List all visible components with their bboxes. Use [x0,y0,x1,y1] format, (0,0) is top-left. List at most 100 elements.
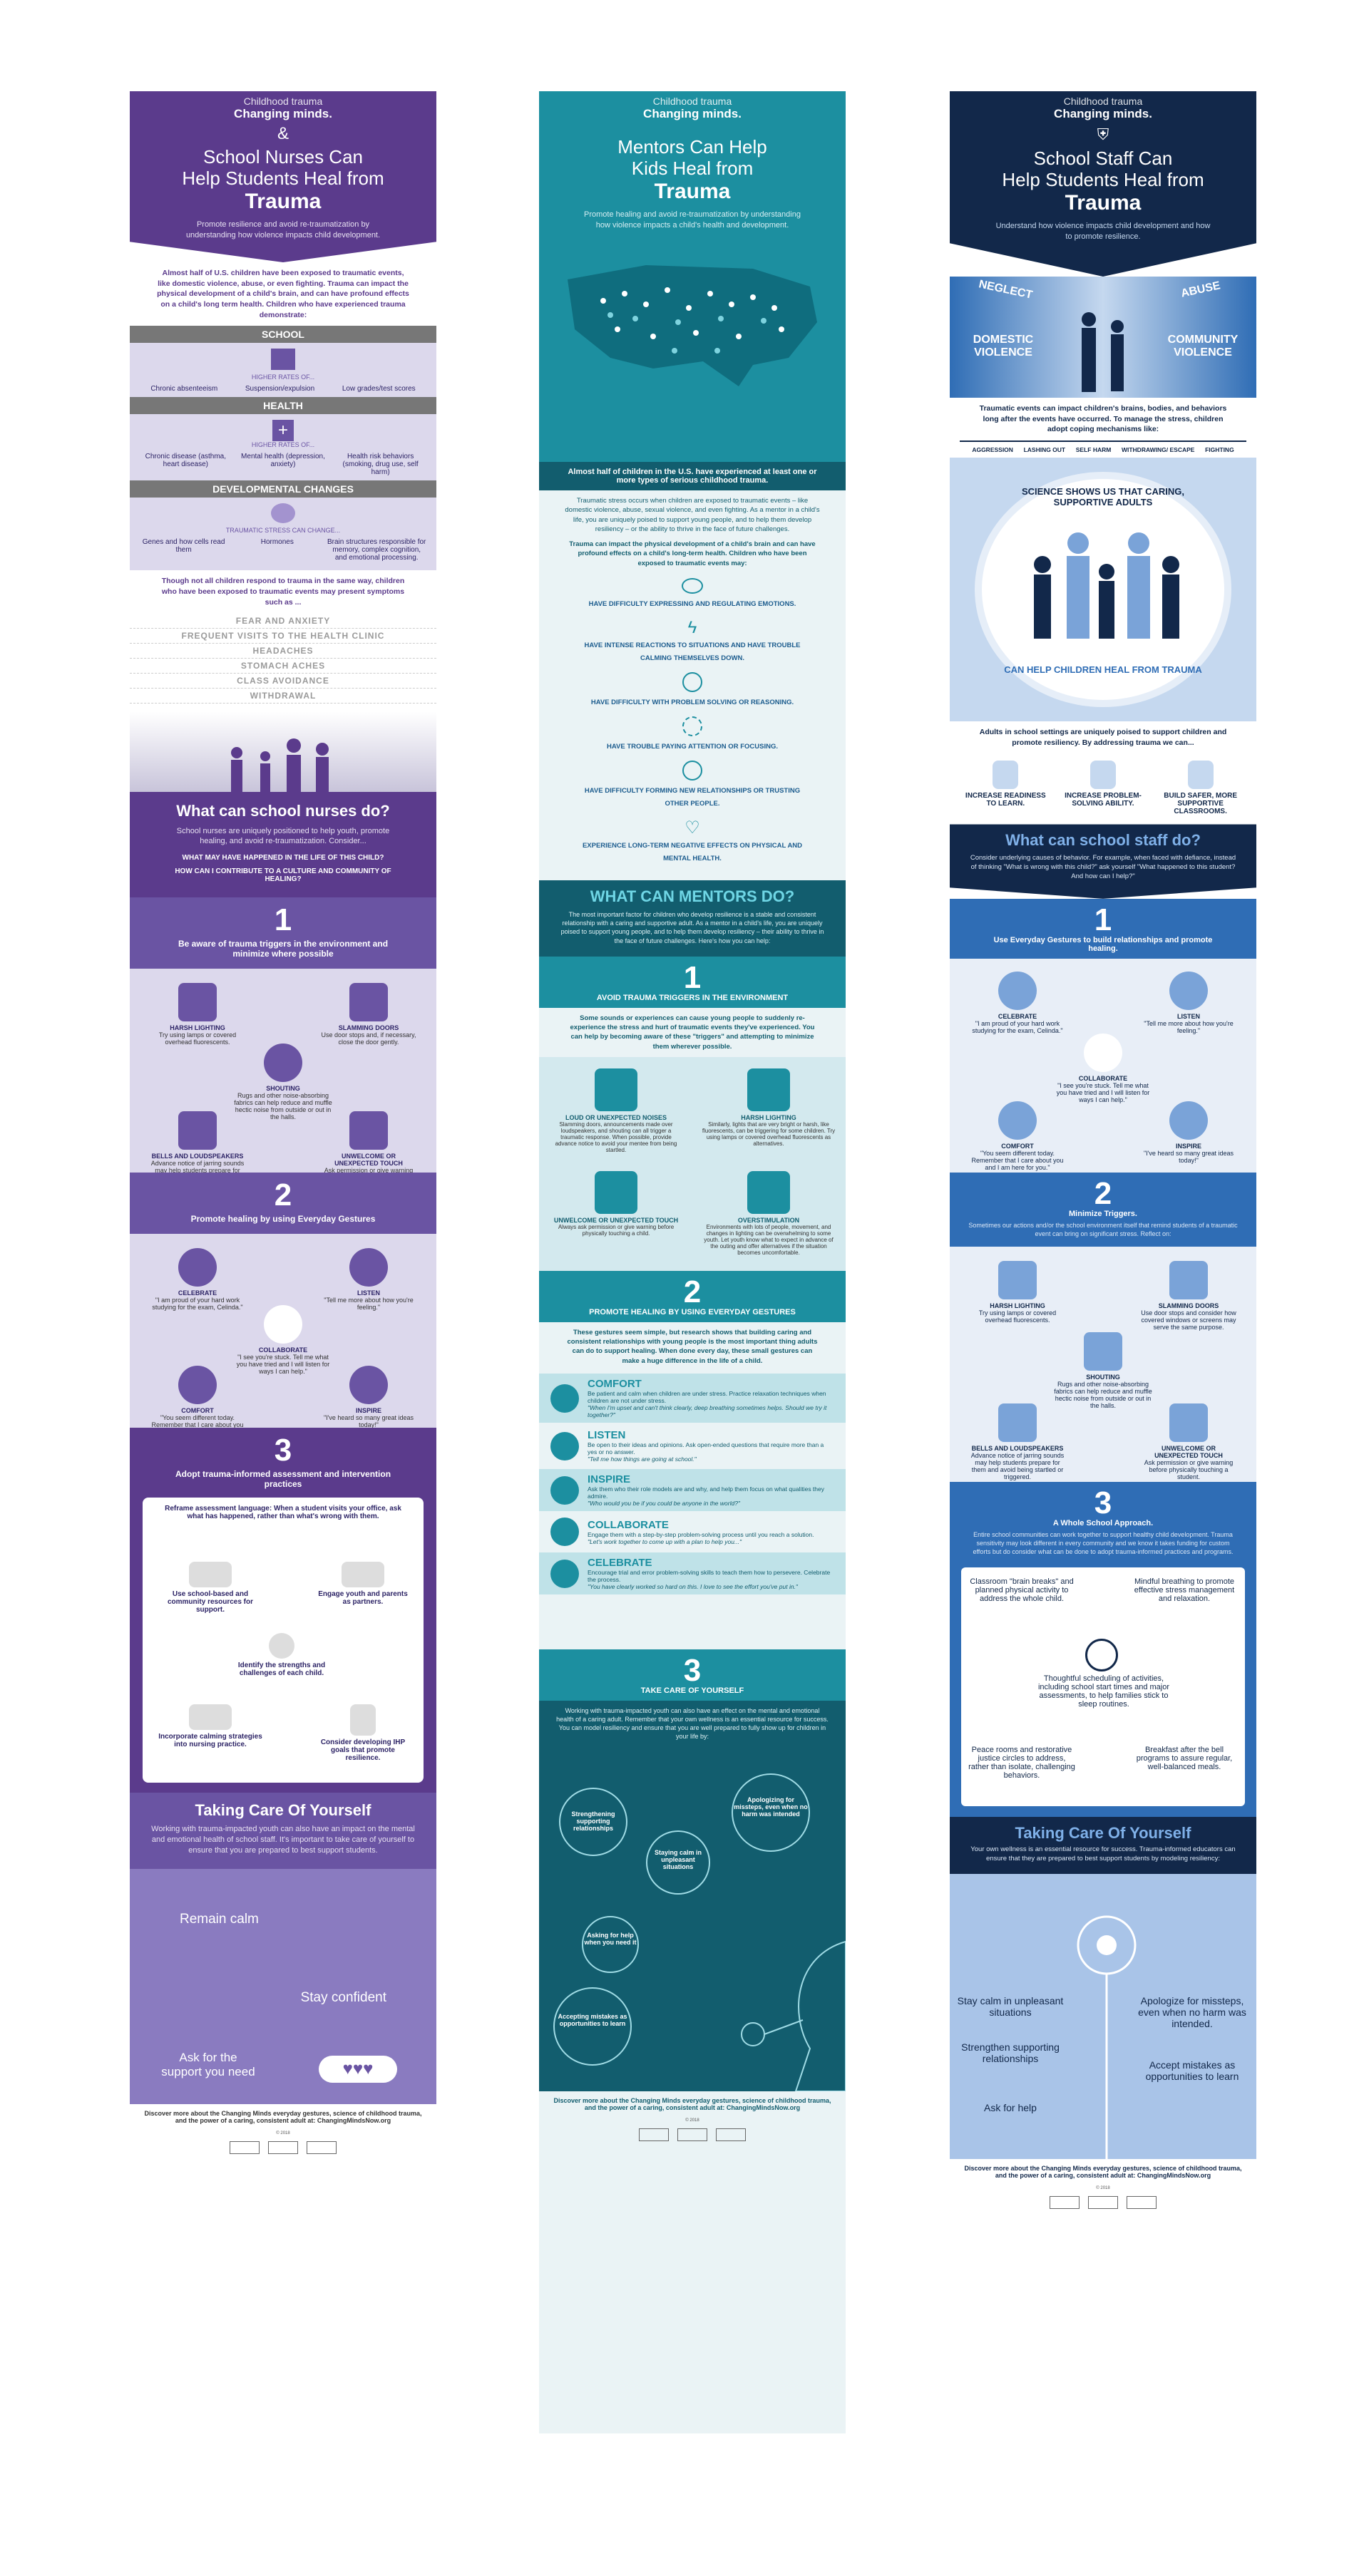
ear-icon [550,1431,579,1460]
school-item: Chronic absenteeism [150,385,218,393]
document-icon [993,761,1019,790]
symptom-item: FEAR AND ANXIETY [130,614,436,629]
step-title: AVOID TRAUMA TRIGGERS IN THE ENVIRONMENT [596,993,789,1002]
school-building-icon [271,349,295,371]
coping-item: WITHDRAWING/ ESCAPE [1121,446,1195,454]
magnifier-icon [269,1633,294,1659]
ampersand-icon: & [277,124,289,143]
health-heading: HEALTH [130,397,436,415]
spiral-icon [747,1170,790,1214]
handshake-icon [342,1562,384,1588]
step-number: 3 [274,1433,292,1468]
page-subtitle: Promote healing and avoid re-traumatizat… [584,210,801,230]
clock-icon [1085,1639,1118,1672]
approaches-card: Classroom "brain breaks" and planned phy… [961,1567,1245,1807]
brain-icon [271,503,295,524]
gesture-card: LISTEN"Tell me more about how you're fee… [315,1241,422,1315]
brand-line2: Changing minds. [1054,107,1152,120]
family-silhouette-icon [231,738,329,792]
benefit-item: INCREASE PROBLEM-SOLVING ABILITY. [1059,758,1147,815]
step-title: Adopt trauma-informed assessment and int… [175,1469,391,1490]
step-title: A Whole School Approach. [1052,1519,1154,1528]
approach-item: Thoughtful scheduling of activities, inc… [1037,1674,1170,1709]
symptom-item: WITHDRAWAL [130,689,436,704]
benefit-item: BUILD SAFER, MORE SUPPORTIVE CLASSROOMS. [1157,758,1244,815]
coping-item: FIGHTING [1205,446,1234,454]
books-icon [189,1562,232,1588]
lamp-icon [998,1261,1037,1300]
speaker-icon [595,1068,637,1111]
futures-logo [268,2140,298,2154]
brand-line1: Childhood trauma [652,96,732,107]
dev-item: Brain structures responsible for memory,… [327,538,426,562]
bubble-item: Accepting mistakes as opportunities to l… [553,1987,632,2066]
puzzle-icon [264,1305,302,1344]
gesture-card: CELEBRATE"I am proud of your hard work s… [144,1241,251,1315]
page-subtitle: Understand how violence impacts child de… [995,222,1211,242]
gesture-card: COMFORT"You seem different today. Rememb… [144,1359,251,1428]
mentor-logo [716,2128,746,2142]
symptom-item: CLASS AVOIDANCE [130,674,436,689]
approach-item: Classroom "brain breaks" and planned phy… [970,1577,1074,1604]
effect-item: HAVE DIFFICULTY FORMING NEW RELATIONSHIP… [539,756,846,813]
practice-item: Use school-based and community resources… [150,1555,271,1618]
what-staff-do: What can school staff do? Consider under… [950,824,1256,899]
flower-icon [1077,1915,1137,2159]
ribbon-icon [178,1248,217,1287]
ear-icon [1169,971,1208,1010]
copyright: © 2018 [685,2118,699,2123]
head-gears-icon [1089,761,1116,790]
what-mentors-do: WHAT CAN MENTORS DO? The most important … [539,880,846,957]
partner-logo [1127,2195,1157,2209]
bubble-item: Asking for help when you need it [582,1916,639,1974]
section-title: Taking Care Of Yourself [195,1801,371,1820]
approach-item: Breakfast after the bell programs to ass… [1136,1746,1233,1772]
step-1-header: 1 AVOID TRAUMA TRIGGERS IN THE ENVIRONME… [539,956,846,1008]
care-items: Remain calm Stay confident Ask for the s… [130,1868,436,2104]
ribbon-icon [550,1559,579,1588]
violence-types: NEGLECT ABUSE DOMESTIC VIOLENCE COMMUNIT… [950,277,1256,398]
lotus-icon [189,1704,232,1731]
bell-icon [998,1403,1037,1443]
page-subtitle: Promote resilience and avoid re-traumati… [185,220,381,240]
gestures-grid: CELEBRATE"I am proud of your hard work s… [130,1234,436,1428]
nasn-logo [307,2140,337,2154]
copyright: © 2018 [1096,2185,1110,2190]
lightning-icon: ϟ [687,618,697,638]
practice-item: Engage youth and parents as partners. [309,1555,416,1610]
effect-item: ♡EXPERIENCE LONG-TERM NEGATIVE EFFECTS O… [539,813,846,868]
bubble-item: Staying calm in unpleasant situations [646,1830,710,1895]
coping-item: SELF HARM [1075,446,1112,454]
benefits-list: INCREASE READINESS TO LEARN. INCREASE PR… [950,753,1256,824]
lightbulb-icon [178,983,217,1022]
intro-text: Traumatic events can impact children's b… [979,404,1227,434]
what-text: School nurses are uniquely positioned to… [176,826,390,846]
question: HOW CAN I CONTRIBUTE TO A CULTURE AND CO… [175,867,391,884]
ribbon-icon [998,971,1037,1010]
health-item: Health risk behaviors (smoking, drug use… [342,453,419,477]
heart-icon [178,1366,217,1405]
dev-item: Genes and how cells read them [142,538,225,555]
step-text: These gestures seem simple, but research… [567,1328,818,1365]
gesture-card: INSPIRE"I've heard so many great ideas t… [1135,1094,1242,1168]
dev-item: Hormones [260,538,294,547]
question: WHAT MAY HAVE HAPPENED IN THE LIFE OF TH… [182,854,384,862]
section-title: What can school staff do? [1005,831,1201,850]
step-1-header: 1 Be aware of trauma triggers in the env… [130,897,436,969]
hand-icon [1169,1403,1208,1443]
practice-item: Consider developing IHP goals that promo… [309,1697,416,1766]
